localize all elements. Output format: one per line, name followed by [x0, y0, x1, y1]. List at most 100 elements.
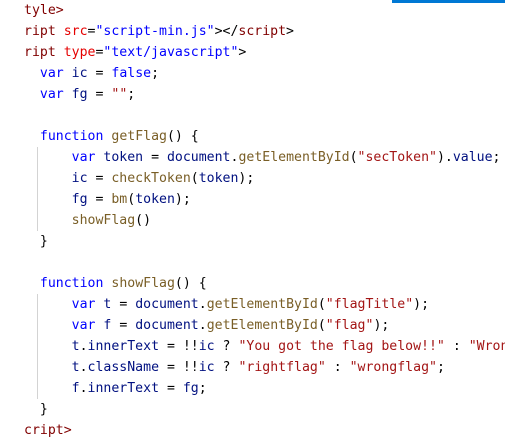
- code-token: (: [190, 171, 199, 186]
- code-token: [64, 87, 72, 102]
- code-line[interactable]: 9 var ic = false;: [0, 63, 505, 84]
- code-text: }: [24, 231, 48, 252]
- code-line[interactable]: 4 f.innerText = fg;: [0, 378, 505, 399]
- code-line[interactable]: 1 var f = document.getElementById("flag"…: [0, 315, 505, 336]
- code-token: = !!: [159, 360, 199, 375]
- code-token: = !!: [159, 339, 199, 354]
- code-line[interactable]: 3 t.className = !!ic ? "rightflag" : "wr…: [0, 357, 505, 378]
- code-token: function: [39, 276, 104, 291]
- code-line[interactable]: 8ript type="text/javascript">: [0, 42, 505, 63]
- code-text: t.innerText = !!ic ? "You got the flag b…: [24, 336, 505, 357]
- code-line[interactable]: 5tyle>: [0, 0, 505, 21]
- code-token: [24, 360, 72, 375]
- code-text: fg = bm(token);: [24, 189, 191, 210]
- code-text: var t = document.getElementById("flagTit…: [24, 294, 429, 315]
- code-text: ript type="text/javascript">: [24, 42, 246, 63]
- code-line[interactable]: 7 }: [0, 231, 505, 252]
- code-token: ic: [198, 360, 215, 375]
- code-token: );: [238, 171, 255, 186]
- code-token: =: [143, 150, 167, 165]
- code-token: getElementById: [238, 150, 350, 165]
- code-token: [24, 276, 40, 291]
- code-token: ;: [127, 87, 136, 102]
- code-token: function: [39, 129, 104, 144]
- code-token: checkToken: [111, 171, 191, 186]
- code-token: >: [286, 24, 294, 39]
- code-line[interactable]: 2 t.innerText = !!ic ? "You got the flag…: [0, 336, 505, 357]
- code-token: [24, 171, 72, 186]
- code-token: =: [87, 171, 112, 186]
- code-token: ;: [492, 150, 501, 165]
- code-token: .: [198, 318, 207, 333]
- code-token: innerText: [87, 381, 160, 396]
- code-token: bm: [111, 192, 128, 207]
- code-token: fg: [182, 381, 199, 396]
- code-token: var: [71, 297, 96, 312]
- code-token: (: [127, 192, 136, 207]
- code-line[interactable]: 0 var fg = "";: [0, 84, 505, 105]
- code-token: ).: [436, 150, 453, 165]
- code-token: script: [238, 24, 287, 39]
- code-line[interactable]: 0 var t = document.getElementById("flagT…: [0, 294, 505, 315]
- code-token: "Wrong!": [468, 339, 505, 354]
- code-token: .: [198, 297, 207, 312]
- code-line[interactable]: 6 showFlag(): [0, 210, 505, 231]
- code-token: =: [95, 45, 104, 60]
- code-token: >: [238, 45, 247, 60]
- code-line[interactable]: 2 function getFlag() {: [0, 126, 505, 147]
- indent-guide: [37, 294, 38, 399]
- code-token: t: [71, 360, 80, 375]
- code-token: .: [79, 339, 88, 354]
- code-token: }: [24, 402, 48, 417]
- code-token: "script-min.js": [95, 24, 215, 39]
- code-text: ript src="script-min.js"></script>: [24, 21, 294, 42]
- code-token: "secToken": [357, 150, 437, 165]
- code-token: document: [135, 297, 199, 312]
- code-token: ?: [214, 339, 239, 354]
- code-token: [24, 129, 40, 144]
- code-line[interactable]: 9 function showFlag() {: [0, 273, 505, 294]
- code-token: [24, 381, 72, 396]
- code-token: var: [39, 87, 64, 102]
- code-token: (: [349, 150, 358, 165]
- code-token: f: [103, 318, 112, 333]
- code-text: var fg = "";: [24, 84, 135, 105]
- code-line[interactable]: 4 ic = checkToken(token);: [0, 168, 505, 189]
- code-token: =: [111, 318, 136, 333]
- code-line[interactable]: 8: [0, 252, 505, 273]
- code-token: value: [452, 150, 493, 165]
- code-token: ></: [214, 24, 239, 39]
- code-token: (: [317, 318, 326, 333]
- code-line[interactable]: 1: [0, 105, 505, 126]
- code-token: [24, 339, 72, 354]
- code-token: getFlag: [111, 129, 167, 144]
- code-line[interactable]: 5 }: [0, 399, 505, 420]
- code-line[interactable]: 6cript>: [0, 420, 505, 441]
- code-token: :: [444, 339, 469, 354]
- code-token: "rightflag": [238, 360, 326, 375]
- code-token: var: [71, 318, 96, 333]
- code-token: ;: [198, 381, 207, 396]
- code-token: ;: [436, 360, 445, 375]
- code-token: ic: [71, 171, 88, 186]
- code-token: );: [413, 297, 430, 312]
- code-text: function getFlag() {: [24, 126, 199, 147]
- code-token: ?: [214, 360, 239, 375]
- code-token: =: [87, 192, 112, 207]
- code-token: getElementById: [206, 297, 318, 312]
- code-token: getElementById: [206, 318, 318, 333]
- code-text: var token = document.getElementById("sec…: [24, 147, 501, 168]
- code-token: =: [87, 66, 112, 81]
- code-token: document: [135, 318, 199, 333]
- code-token: [24, 66, 40, 81]
- code-token: ic: [198, 339, 215, 354]
- code-line[interactable]: 7ript src="script-min.js"></script>: [0, 21, 505, 42]
- indent-guide: [37, 147, 38, 231]
- code-line[interactable]: 3 var token = document.getElementById("s…: [0, 147, 505, 168]
- code-token: [24, 297, 72, 312]
- code-line[interactable]: 5 fg = bm(token);: [0, 189, 505, 210]
- code-text: cript>: [24, 420, 72, 441]
- code-token: () {: [174, 276, 207, 291]
- code-token: t: [103, 297, 112, 312]
